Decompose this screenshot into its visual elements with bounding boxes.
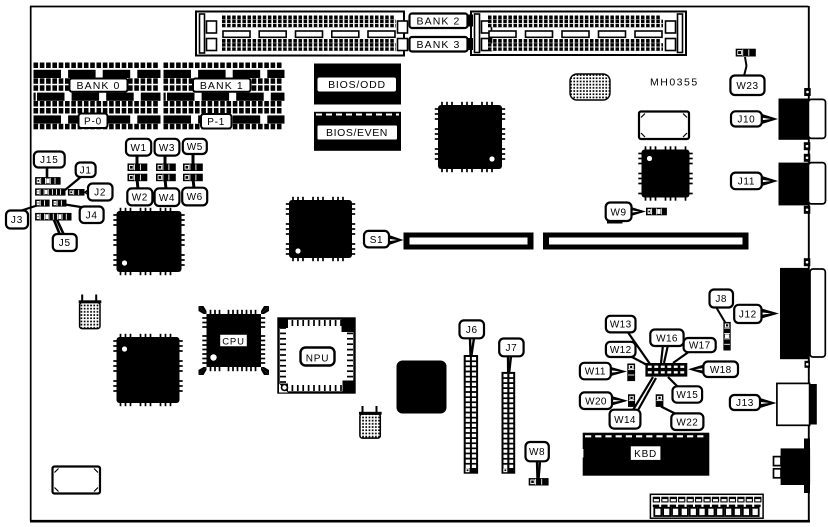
- svg-text:J11: J11: [738, 177, 755, 188]
- svg-text:W1: W1: [130, 143, 146, 154]
- svg-text:W23: W23: [736, 81, 758, 92]
- svg-text:BANK 1: BANK 1: [200, 80, 244, 92]
- svg-text:J8: J8: [715, 294, 727, 305]
- svg-text:W18: W18: [710, 365, 732, 376]
- svg-text:J10: J10: [737, 115, 755, 126]
- svg-text:P-1: P-1: [207, 117, 225, 128]
- svg-text:W5: W5: [187, 142, 203, 153]
- svg-text:BANK 2: BANK 2: [417, 16, 461, 28]
- svg-text:W13: W13: [610, 320, 632, 331]
- svg-text:J3: J3: [11, 215, 23, 226]
- svg-text:J2: J2: [94, 188, 106, 199]
- svg-text:KBD: KBD: [634, 449, 657, 460]
- svg-text:W2: W2: [132, 193, 148, 204]
- svg-text:P-0: P-0: [84, 116, 102, 127]
- svg-text:CPU: CPU: [222, 336, 244, 347]
- svg-text:S1: S1: [370, 235, 383, 246]
- svg-text:W15: W15: [676, 390, 698, 401]
- svg-text:J5: J5: [59, 238, 71, 249]
- svg-text:J15: J15: [40, 155, 59, 166]
- svg-text:BIOS/EVEN: BIOS/EVEN: [326, 127, 388, 139]
- svg-text:W6: W6: [187, 192, 203, 203]
- svg-text:J12: J12: [739, 310, 757, 321]
- svg-text:W20: W20: [585, 396, 607, 407]
- svg-text:W4: W4: [159, 193, 175, 204]
- svg-text:W16: W16: [656, 333, 678, 344]
- svg-text:W12: W12: [610, 345, 632, 356]
- svg-text:W17: W17: [689, 341, 711, 352]
- svg-text:J7: J7: [506, 343, 518, 354]
- svg-text:W11: W11: [585, 367, 606, 378]
- svg-text:J6: J6: [466, 325, 478, 336]
- svg-text:W8: W8: [529, 447, 545, 458]
- svg-text:BIOS/ODD: BIOS/ODD: [328, 79, 386, 91]
- svg-text:J13: J13: [736, 398, 754, 409]
- svg-text:MH0355: MH0355: [650, 77, 699, 89]
- svg-text:W14: W14: [614, 415, 636, 426]
- svg-text:W9: W9: [610, 207, 626, 218]
- svg-text:W3: W3: [159, 143, 175, 154]
- svg-text:W22: W22: [676, 417, 698, 428]
- svg-text:J1: J1: [80, 165, 92, 176]
- svg-text:NPU: NPU: [306, 354, 330, 365]
- svg-text:BANK 0: BANK 0: [77, 80, 121, 92]
- svg-text:BANK 3: BANK 3: [417, 39, 461, 51]
- svg-text:J4: J4: [86, 210, 98, 221]
